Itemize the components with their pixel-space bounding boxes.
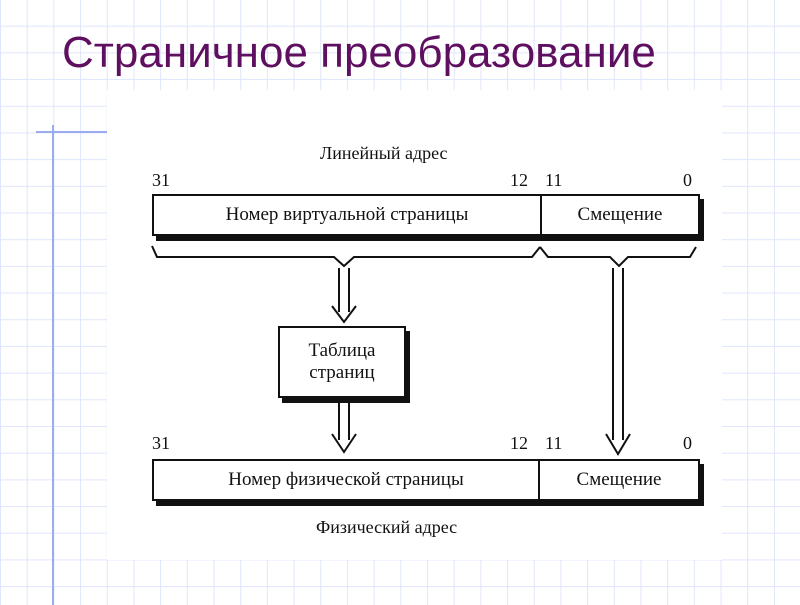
physical-address-box: Номер физической страницы Смещение (152, 459, 700, 501)
page-table-line1: Таблица (308, 340, 376, 361)
bit-12-label: 12 (510, 170, 528, 190)
physical-page-field: Номер физической страницы (154, 461, 540, 499)
accent-line-vertical (52, 125, 54, 605)
bit-11-label: 11 (545, 170, 563, 190)
phys-bit-31-label: 31 (152, 433, 170, 453)
arrow-to-physical (331, 400, 357, 454)
offset-arrow (605, 268, 631, 456)
linear-address-caption: Линейный адрес (320, 143, 448, 163)
phys-bit-11-label: 11 (545, 433, 563, 453)
offset-brace (539, 246, 697, 268)
phys-bit-12-label: 12 (510, 433, 528, 453)
page-table-box: Таблица страниц (278, 326, 406, 398)
slide-title: Страничное преобразование (62, 28, 656, 77)
phys-bit-0-label: 0 (683, 433, 692, 453)
arrow-to-table (331, 268, 357, 324)
physical-offset-field: Смещение (576, 469, 662, 490)
linear-address-box: Номер виртуальной страницы Смещение (152, 194, 700, 236)
accent-line-horizontal (36, 131, 108, 133)
page-brace (151, 245, 541, 268)
page-table-line2: страниц (309, 362, 375, 383)
bit-31-label: 31 (152, 170, 170, 190)
linear-offset-field: Смещение (577, 204, 663, 225)
physical-address-caption: Физический адрес (316, 517, 458, 537)
virtual-page-field: Номер виртуальной страницы (154, 196, 542, 234)
bit-0-label: 0 (683, 170, 692, 190)
